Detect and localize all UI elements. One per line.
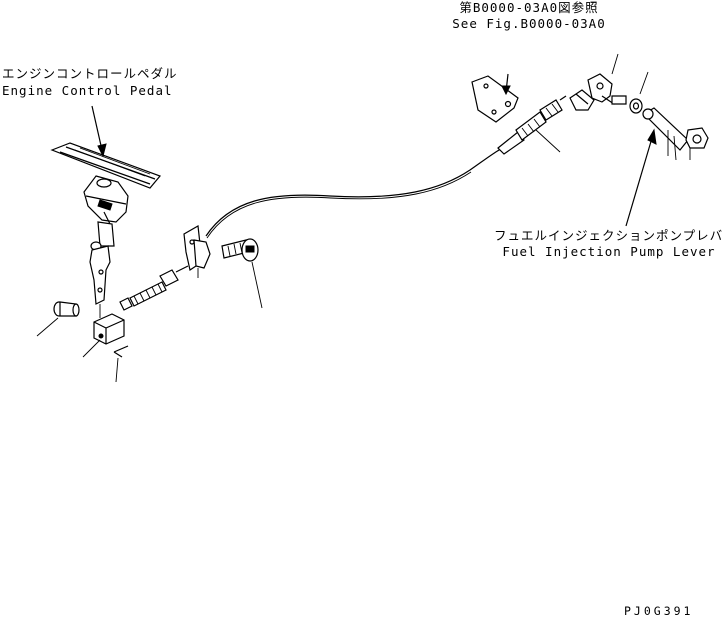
reference-label-jp: 第B0000-03A0図参照 <box>459 0 599 15</box>
engine-control-pedal <box>50 142 162 318</box>
pedal-label-en: Engine Control Pedal <box>2 83 173 98</box>
cable-bracket <box>183 225 211 278</box>
lever-leader-arrow <box>625 137 653 227</box>
nut <box>685 127 709 160</box>
lever-label-en: Fuel Injection Pump Lever <box>502 244 716 259</box>
lever-label-jp: フュエルインジェクションポンプレバー <box>494 228 724 243</box>
washer <box>629 71 649 114</box>
reference-label-en: See Fig.B0000-03A0 <box>452 16 606 31</box>
pedal-leader-arrow <box>91 105 103 151</box>
bolt-middle <box>221 238 263 309</box>
pedal-label-jp: エンジンコントロールペダル <box>2 66 178 81</box>
bolt-left <box>36 301 80 337</box>
cable-end-upper <box>497 95 567 155</box>
cable-rod-end <box>119 265 189 311</box>
control-cable <box>205 145 509 237</box>
cotter-pin <box>113 345 129 383</box>
connector-block <box>82 313 125 358</box>
drawing-code: PJ0G391 <box>624 604 694 618</box>
pump-lever <box>642 107 689 161</box>
ball-joint <box>569 53 627 111</box>
reference-bracket <box>471 73 519 123</box>
